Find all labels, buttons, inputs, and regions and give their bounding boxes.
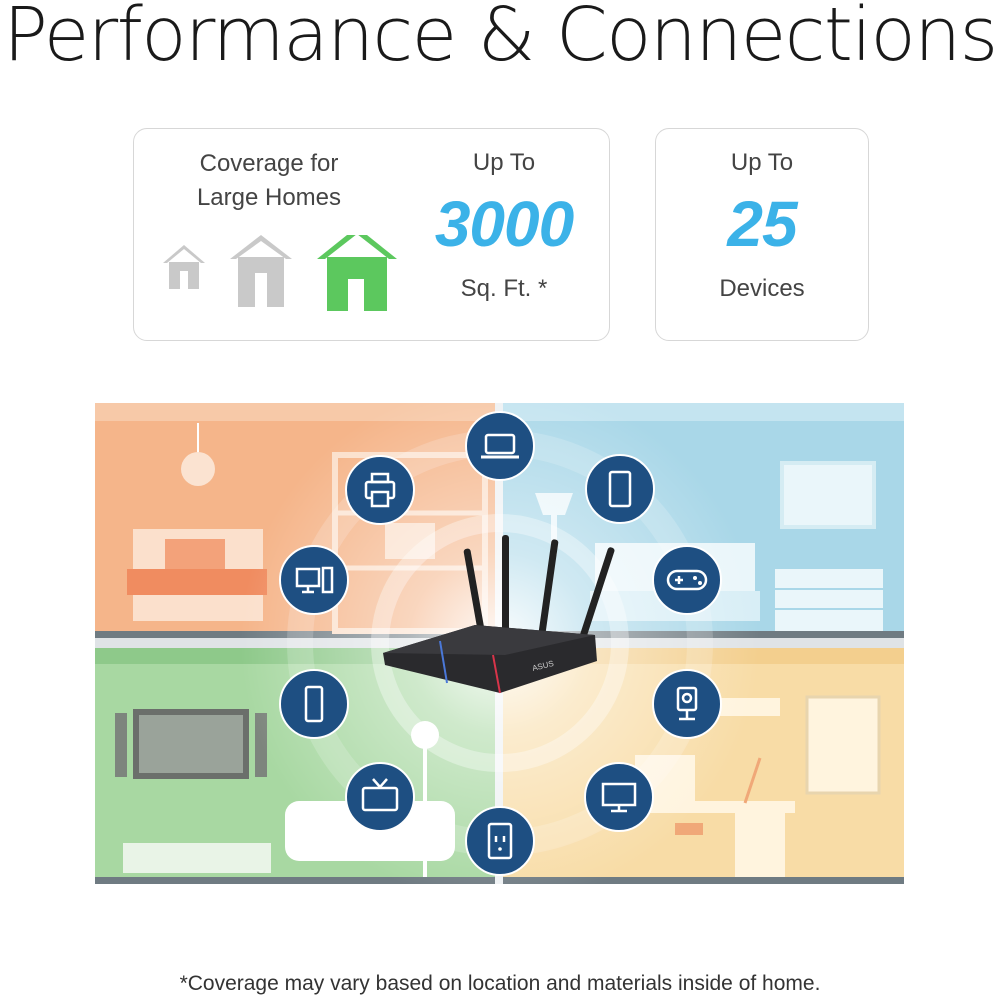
monitor-icon xyxy=(584,762,654,832)
camera-icon xyxy=(652,669,722,739)
desktop-icon xyxy=(279,545,349,615)
coverage-label-line2: Large Homes xyxy=(196,184,342,211)
devices-prefix: Up To xyxy=(730,149,794,176)
laptop-icon xyxy=(465,411,535,481)
phone-icon xyxy=(279,669,349,739)
printer-icon xyxy=(345,455,415,525)
coverage-unit: Sq. Ft. * xyxy=(460,275,548,302)
smart-plug-icon xyxy=(465,806,535,876)
home-illustration: ASUS xyxy=(95,403,904,884)
devices-unit: Devices xyxy=(719,275,805,302)
gamepad-icon xyxy=(652,545,722,615)
tablet-icon xyxy=(585,454,655,524)
coverage-prefix: Up To xyxy=(472,149,536,176)
tv-icon xyxy=(345,762,415,832)
coverage-card: Coverage for Large Homes Up To 3000 Sq. … xyxy=(133,128,610,341)
coverage-value: 3000 xyxy=(434,188,574,260)
house-large-icon xyxy=(317,235,397,311)
devices-value: 25 xyxy=(727,188,797,260)
router-illustration: ASUS xyxy=(383,535,615,694)
coverage-label-line1: Coverage for xyxy=(199,150,339,177)
devices-card: Up To 25 Devices xyxy=(655,128,869,341)
house-icons xyxy=(163,235,397,311)
house-medium-icon xyxy=(230,235,292,307)
page-title: Performance & Connections xyxy=(3,0,998,78)
house-small-icon xyxy=(163,245,205,289)
footnote: *Coverage may vary based on location and… xyxy=(179,972,821,995)
coverage-label: Coverage for Large Homes xyxy=(184,147,354,215)
